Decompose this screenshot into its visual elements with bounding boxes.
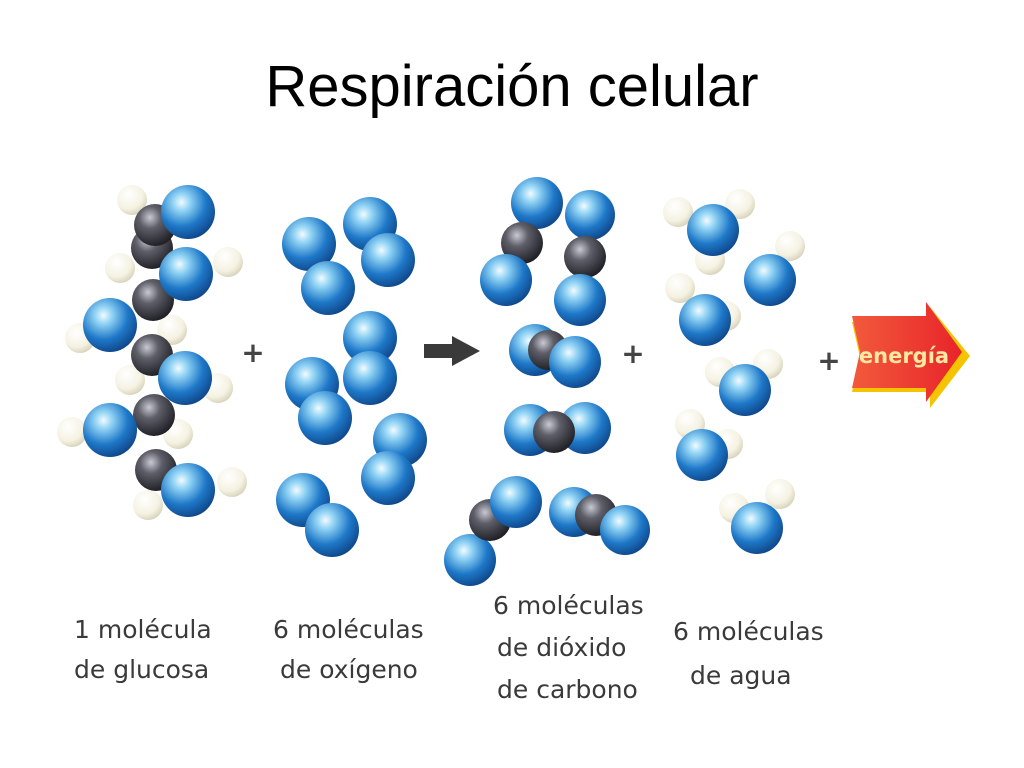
hydrogen-atom	[133, 490, 163, 520]
carbon-atom	[132, 279, 174, 321]
energy-label: energía	[859, 344, 949, 368]
svg-text:de dióxido: de dióxido	[497, 633, 626, 662]
hydrogen-atom	[217, 467, 247, 497]
oxygen-atom	[361, 233, 415, 287]
oxygen-atom	[490, 476, 542, 528]
plus-sign-1: +	[241, 336, 264, 369]
oxygen-atom	[731, 502, 783, 554]
glucose-label: 1 molécula de glucosa	[74, 615, 212, 684]
reaction-arrow-icon	[424, 336, 480, 366]
oxygen-atom	[305, 503, 359, 557]
oxygen-atom	[83, 403, 137, 457]
oxygen-atom	[83, 298, 137, 352]
oxygen-atom	[676, 429, 728, 481]
oxygen-atom	[161, 185, 215, 239]
energy-arrow-icon: energía	[852, 302, 970, 408]
oxygen-atom	[549, 336, 601, 388]
svg-text:de carbono: de carbono	[497, 675, 638, 704]
oxygen-atom	[343, 311, 397, 365]
hydrogen-atom	[775, 231, 805, 261]
hydrogen-atom	[213, 247, 243, 277]
oxygen-atom	[679, 294, 731, 346]
hydrogen-atom	[117, 185, 147, 215]
plus-sign-2: +	[621, 337, 644, 370]
oxygen-atom	[343, 351, 397, 405]
oxygen-atom	[159, 247, 213, 301]
hydrogen-atom	[765, 479, 795, 509]
oxygen-atom	[161, 463, 215, 517]
hydrogen-atom	[115, 365, 145, 395]
svg-text:de agua: de agua	[690, 661, 792, 690]
hydrogen-atom	[157, 315, 187, 345]
svg-text:6 moléculas: 6 moléculas	[673, 617, 824, 646]
carbon-atom	[564, 236, 606, 278]
molecules-illustration	[57, 177, 805, 586]
carbon-dioxide-label: 6 moléculas de dióxido de carbono	[493, 591, 644, 704]
hydrogen-atom	[725, 189, 755, 219]
oxygen-atom	[282, 217, 336, 271]
page-title: Respiración celular	[265, 54, 759, 119]
oxygen-atom	[600, 505, 650, 555]
hydrogen-atom	[57, 417, 87, 447]
water-label: 6 moléculas de agua	[673, 617, 824, 690]
plus-sign-3: +	[817, 344, 840, 377]
hydrogen-atom	[105, 253, 135, 283]
svg-text:de glucosa: de glucosa	[74, 655, 209, 684]
oxygen-atom	[444, 534, 496, 586]
oxygen-atom	[298, 391, 352, 445]
svg-text:1 molécula: 1 molécula	[74, 615, 212, 644]
hydrogen-atom	[665, 273, 695, 303]
carbon-atom	[501, 222, 543, 264]
svg-text:6 moléculas: 6 moléculas	[273, 615, 424, 644]
svg-text:de oxígeno: de oxígeno	[280, 655, 418, 684]
carbon-atom	[133, 394, 175, 436]
oxygen-atom	[511, 177, 563, 229]
oxygen-atom	[554, 274, 606, 326]
oxygen-atom	[301, 261, 355, 315]
oxygen-atom	[719, 364, 771, 416]
oxygen-atom	[744, 254, 796, 306]
oxygen-atom	[687, 204, 739, 256]
carbon-atom	[533, 411, 575, 453]
svg-text:6 moléculas: 6 moléculas	[493, 591, 644, 620]
hydrogen-atom	[663, 197, 693, 227]
oxygen-atom	[361, 451, 415, 505]
oxygen-atom	[565, 190, 615, 240]
oxygen-atom	[158, 351, 212, 405]
oxygen-label: 6 moléculas de oxígeno	[273, 615, 424, 684]
oxygen-atom	[480, 254, 532, 306]
